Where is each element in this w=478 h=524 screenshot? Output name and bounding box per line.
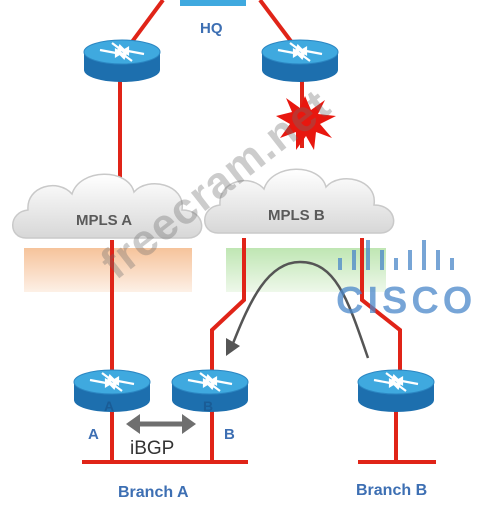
mpls-a-label: MPLS A <box>76 212 133 229</box>
mpls-a-shade <box>24 248 192 292</box>
ibgp-label: iBGP <box>130 438 175 459</box>
branch-b-label: Branch B <box>356 482 428 499</box>
hq-router-left[interactable] <box>82 38 162 84</box>
hq-router-right[interactable] <box>260 38 340 84</box>
router-b-tag: B <box>203 398 214 414</box>
route-arrowhead <box>226 338 240 356</box>
explosion-icon <box>276 96 336 150</box>
hq-box <box>180 0 246 6</box>
mpls-b-label: MPLS B <box>268 207 325 224</box>
branch-a-label: Branch A <box>118 484 189 501</box>
router-a-side-label: A <box>88 426 99 443</box>
wan-links <box>82 0 436 464</box>
router-a-tag: A <box>104 398 115 414</box>
hq-label: HQ <box>200 20 223 37</box>
ibgp-arrow <box>126 414 196 434</box>
branch-b-router[interactable] <box>356 368 436 414</box>
cisco-bars-icon <box>338 240 454 270</box>
mpls-b-shade <box>226 248 386 292</box>
cisco-wordmark: CISCO <box>336 280 477 322</box>
route-arrow <box>230 260 370 359</box>
router-b-side-label: B <box>224 426 235 443</box>
